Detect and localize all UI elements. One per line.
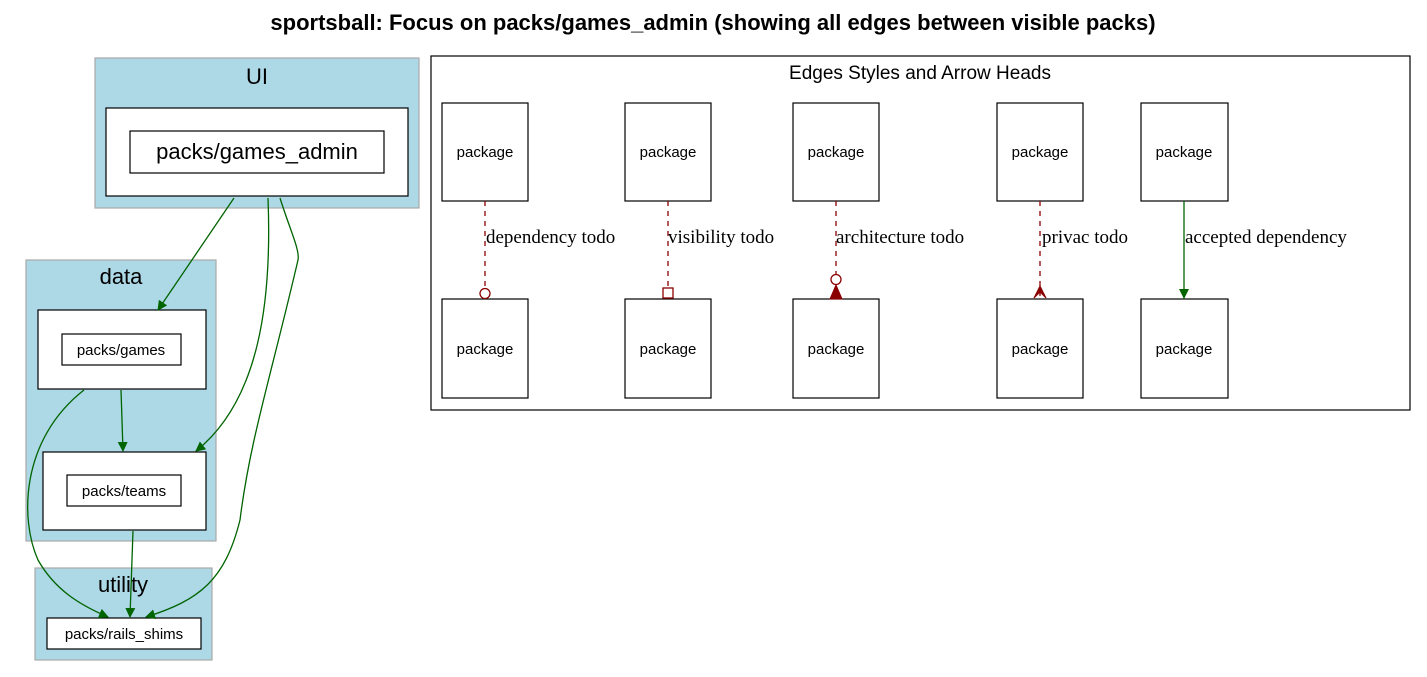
pack-node-games[interactable]: packs/games [37,309,207,390]
pack-node-games-admin[interactable]: packs/games_admin [105,107,409,197]
legend-edge-label: architecture todo [836,227,964,248]
legend-title: Edges Styles and Arrow Heads [789,63,1051,84]
edge-games-to-rails-shims [27,389,109,619]
pack-label-teams: packs/teams [82,483,166,500]
edge-games-admin-to-teams [195,197,270,452]
edge-games-admin-to-games [157,197,235,311]
legend: Edges Styles and Arrow Heads package pac… [430,55,1411,411]
legend-node-label: package [808,341,865,358]
legend-top-nodes: package package package package package [441,102,1229,202]
edge-games-admin-to-rails-shims [145,197,299,620]
layer-ui: UI packs/games_admin [94,57,420,209]
legend-edge-label: visibility todo [668,227,774,248]
layer-utility-label: utility [98,572,148,597]
layer-data-label: data [100,264,144,289]
legend-edge-label: accepted dependency [1185,227,1347,248]
layer-utility: utility packs/rails_shims [34,567,213,661]
pack-label-rails-shims: packs/rails_shims [65,626,183,643]
pack-node-teams[interactable]: packs/teams [42,451,207,531]
odot-arrowhead-icon [479,287,491,300]
legend-node-label: package [1012,341,1069,358]
legend-node-label: package [640,341,697,358]
legend-node-label: package [808,144,865,161]
filled-arrowhead-icon [829,283,843,300]
layer-data: data packs/games packs/teams [25,259,217,542]
layer-ui-label: UI [246,64,268,89]
crow-arrowhead-icon [1033,284,1047,299]
legend-edge-architecture-todo: architecture todo [829,201,964,300]
legend-node-label: package [1012,144,1069,161]
pack-node-rails-shims[interactable]: packs/rails_shims [46,617,202,650]
legend-node-label: package [1156,144,1213,161]
obox-arrowhead-icon [662,287,674,299]
legend-bottom-nodes: package package package package package [441,298,1229,399]
odot-arrowhead-icon [830,273,842,286]
legend-edge-privacy-todo: privac todo [1033,201,1128,299]
pack-label-games: packs/games [77,342,165,359]
legend-edge-label: privac todo [1042,227,1128,248]
legend-node-label: package [1156,341,1213,358]
edge-teams-to-rails-shims [125,530,136,618]
legend-edge-accepted-dependency: accepted dependency [1179,201,1347,299]
legend-node-label: package [457,144,514,161]
legend-edge-label: dependency todo [486,227,615,248]
edge-games-to-teams [117,389,128,452]
legend-edge-visibility-todo: visibility todo [662,201,774,299]
pack-label-games-admin: packs/games_admin [156,139,358,164]
legend-node-label: package [457,341,514,358]
diagram-title: sportsball: Focus on packs/games_admin (… [270,10,1155,35]
dependency-edges [27,197,299,620]
legend-node-label: package [640,144,697,161]
legend-edge-dependency-todo: dependency todo [479,201,615,300]
